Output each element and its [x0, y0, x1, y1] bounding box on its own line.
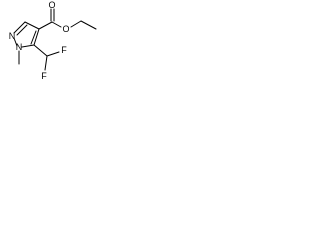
bond-n2-c3 [13, 21, 26, 34]
bond-c4-c5 [33, 28, 40, 46]
atom-f-lower-label: F [41, 71, 47, 81]
bond-c4-c5-double [30, 30, 37, 45]
atom-f-upper-label: F [61, 45, 67, 55]
bond-o-ch2 [70, 20, 82, 28]
atom-n1-label: N [16, 42, 23, 52]
bond-c4-carbonyl [38, 21, 53, 30]
atom-n2-label: N [9, 31, 16, 41]
bond-c3-c4 [24, 21, 40, 30]
atom-o-carbonyl-label: O [48, 0, 55, 10]
bond-carbonyl-o-ester [51, 21, 62, 28]
bond-n2-c3-double [16, 24, 28, 36]
atom-o-ester-label: O [62, 24, 69, 34]
bond-cf2h-f-upper [46, 51, 60, 57]
bond-c5-cf2h [33, 44, 48, 57]
chemical-structure: N N O O F F [9, 0, 97, 81]
bond-c5-n1 [21, 44, 35, 48]
bond-ch2-ch3 [80, 20, 97, 30]
bond-n1-n2 [13, 37, 18, 47]
bond-cf2h-f-lower [44, 55, 48, 71]
